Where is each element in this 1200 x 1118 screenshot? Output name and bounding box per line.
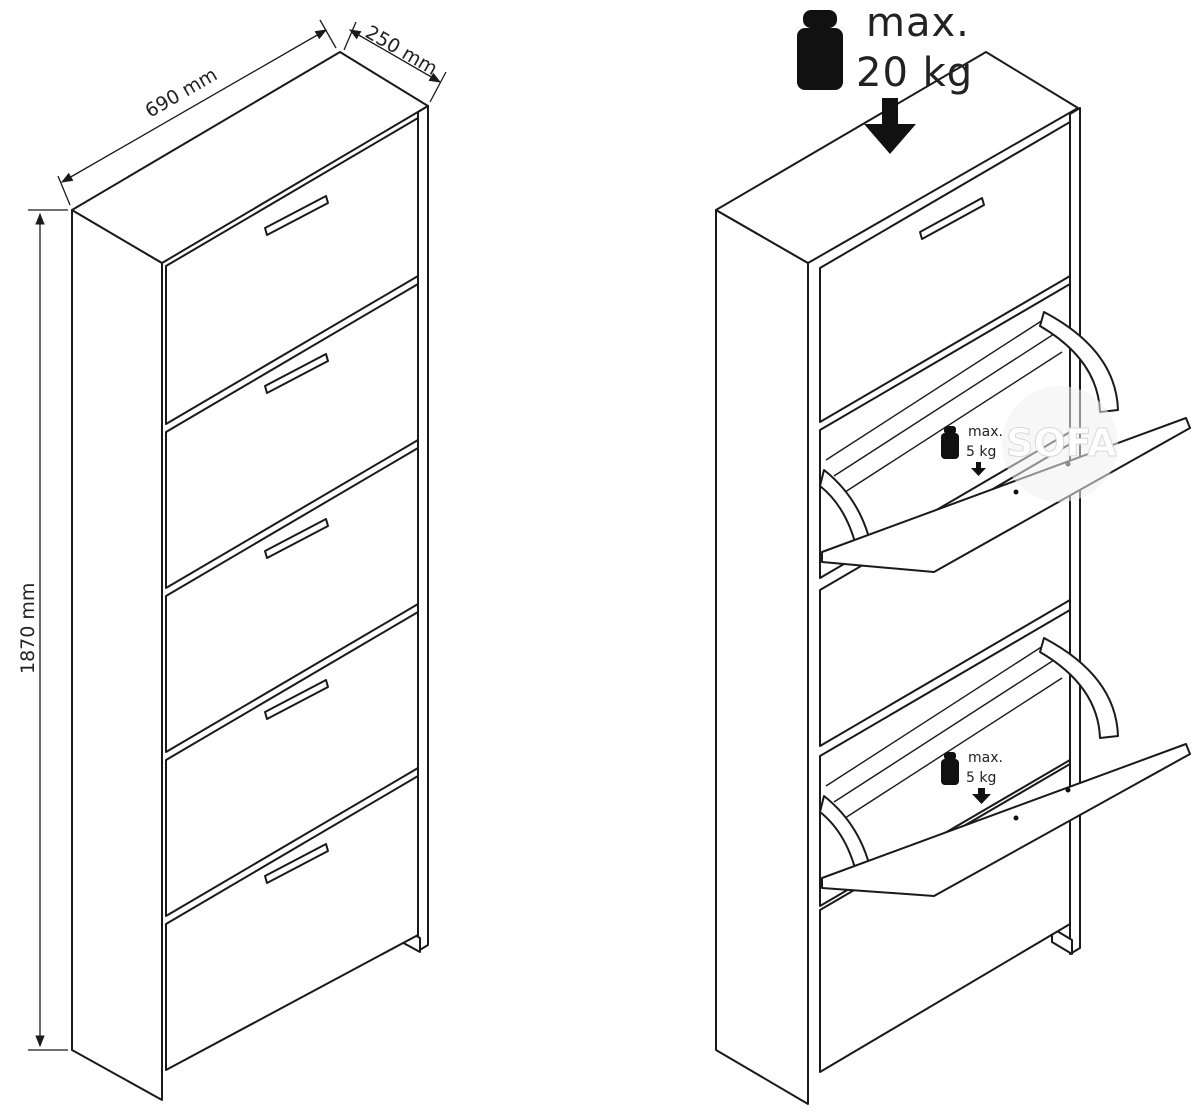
drawer-front [165, 117, 419, 425]
weight-icon [941, 752, 959, 785]
open-cabinet [715, 51, 1191, 1105]
lower-flap-load-line1: max. [968, 750, 1003, 766]
down-arrow-icon [972, 788, 991, 804]
drawer-handle [264, 353, 329, 394]
drawer-handle [264, 518, 329, 559]
watermark-text: SOFA [1006, 421, 1117, 465]
top-load-line2: 20 kg [856, 50, 973, 96]
drawer-front [165, 611, 419, 917]
weight-icon [797, 10, 843, 90]
drawer-front [165, 283, 419, 589]
down-arrow-icon [971, 462, 986, 476]
width-dimension-line [60, 29, 328, 183]
flap-panel [821, 743, 1191, 897]
closed-cabinet [71, 51, 429, 1101]
cabinet-right-edge [417, 105, 429, 952]
cabinet-right-edge [1069, 107, 1081, 955]
down-arrow-icon [864, 98, 916, 154]
height-dimension-label: 1870 mm [17, 583, 39, 674]
upper-flap-load-line2: 5 kg [966, 444, 996, 460]
top-load-line1: max. [866, 0, 970, 46]
upper-flap-load-line1: max. [968, 424, 1003, 440]
cabinet-side-panel [715, 209, 809, 1105]
drawer-handle [264, 195, 329, 236]
dimension-lines [28, 19, 447, 1051]
open-flap-lower [819, 637, 1191, 897]
hinge-bracket [1039, 311, 1119, 413]
watermark-badge [1002, 386, 1118, 502]
hinge-bracket [1039, 637, 1119, 739]
weight-icon [941, 426, 959, 459]
lower-flap-load-line2: 5 kg [966, 770, 996, 786]
drawer-front [165, 775, 419, 1071]
drawer-handle [264, 679, 329, 720]
depth-dimension-line [348, 29, 442, 83]
depth-dimension-label: 250 mm [362, 21, 442, 80]
cabinet-side-panel [71, 209, 163, 1101]
drawer-front [165, 447, 419, 753]
cabinet-plinth [1051, 927, 1073, 955]
drawer-front [819, 121, 1071, 423]
drawer-handle [919, 197, 985, 240]
drawer-handle [264, 843, 329, 884]
